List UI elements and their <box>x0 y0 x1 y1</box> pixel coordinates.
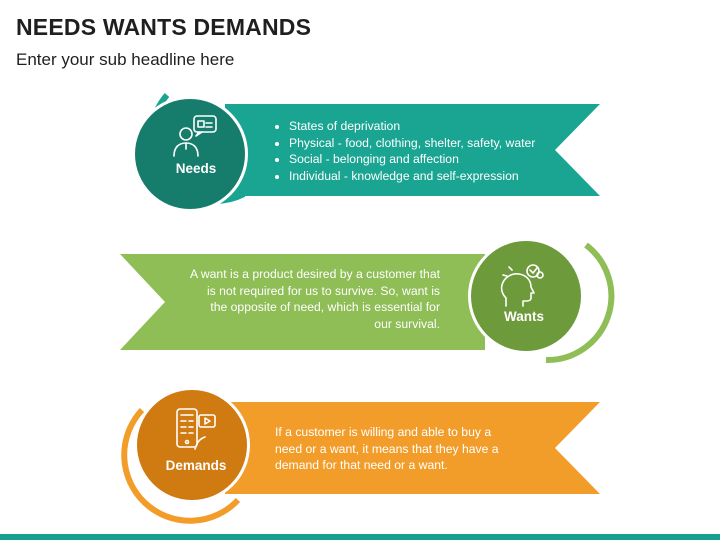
needs-banner <box>225 104 600 196</box>
wants-outer-ring-arc <box>545 242 615 364</box>
wants-circle <box>471 241 581 351</box>
wants-banner <box>120 254 485 350</box>
needs-label: Needs <box>175 161 217 176</box>
mobile-shopping-icon <box>176 408 216 450</box>
demands-group <box>121 387 600 524</box>
head-thinking-icon <box>500 264 544 307</box>
demands-circle <box>137 390 247 500</box>
needs-group <box>132 93 600 212</box>
needs-text: States of deprivation Physical - food, c… <box>274 118 574 184</box>
demands-label: Demands <box>165 458 227 473</box>
person-thinking-icon <box>173 115 217 157</box>
needs-bullet: Physical - food, clothing, shelter, safe… <box>289 135 574 152</box>
wants-label: Wants <box>504 309 544 324</box>
needs-bullet: Social - belonging and affection <box>289 151 574 168</box>
needs-circle <box>135 99 245 209</box>
demands-text: If a customer is willing and able to buy… <box>275 425 499 473</box>
demands-banner <box>225 402 600 494</box>
needs-bullet-list: States of deprivation Physical - food, c… <box>274 118 574 184</box>
demands-outer-ring-arc <box>121 407 241 524</box>
needs-bullet: Individual - knowledge and self-expressi… <box>289 168 574 185</box>
wants-group <box>120 238 615 364</box>
wants-text: A want is a product desired by a custome… <box>190 267 440 331</box>
needs-bullet: States of deprivation <box>289 118 574 135</box>
page-subtitle: Enter your sub headline here <box>16 50 235 69</box>
footer-bar <box>0 534 720 540</box>
page-title: NEEDS WANTS DEMANDS <box>16 14 312 40</box>
